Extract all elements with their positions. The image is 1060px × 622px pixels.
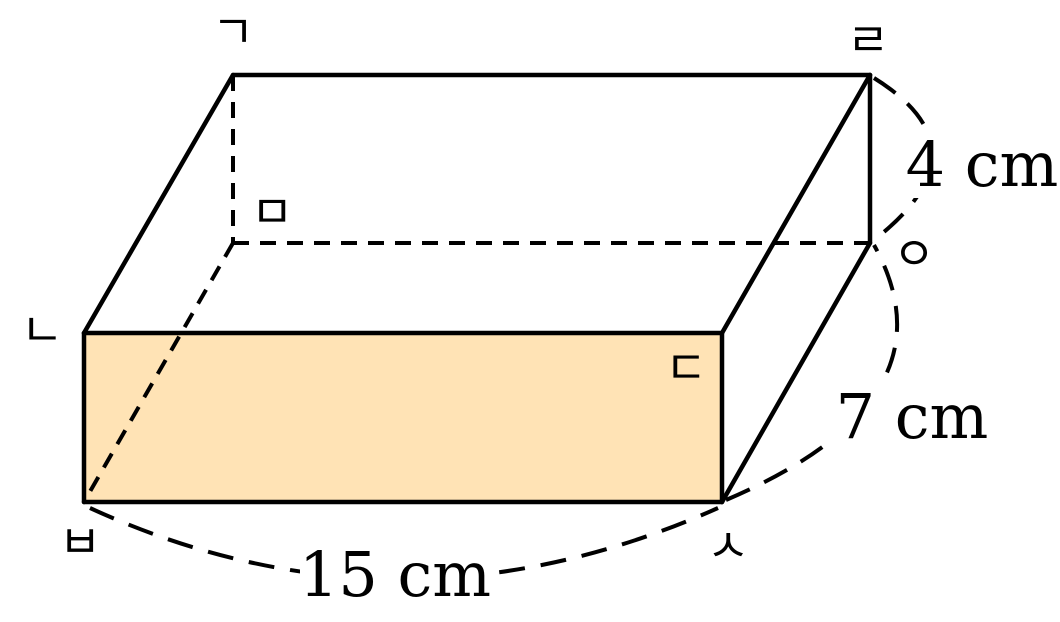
edge-top-right: [719, 72, 873, 336]
vertex-label-top-back-right: ㄹ: [847, 13, 889, 67]
edge-bottom-right: [719, 240, 873, 505]
vertex-label-bottom-back-left: ㅁ: [251, 185, 293, 239]
length-label: 15 cm: [299, 538, 491, 611]
height-label: 4 cm: [906, 128, 1059, 201]
vertex-label-top-back-left: ㄱ: [212, 5, 254, 59]
hidden-edge-depth: [82, 242, 235, 503]
width-dimension-arc: [725, 244, 899, 502]
width-label-bg: [832, 378, 992, 444]
front-face: [84, 333, 722, 502]
vertex-label-bottom-front-left: ㅂ: [59, 515, 101, 569]
width-label: 7 cm: [836, 380, 989, 453]
vertex-label-bottom-back-right: ㅇ: [893, 227, 935, 281]
length-label-bg: [300, 532, 490, 602]
height-label-bg: [905, 132, 1060, 198]
vertex-label-bottom-front-right: ㅅ: [707, 519, 749, 573]
vertex-label-top-front-left: ㄴ: [21, 303, 63, 357]
vertex-label-top-front-right: ㄷ: [665, 341, 707, 395]
length-dimension-arc: [89, 506, 719, 581]
edge-top-left: [81, 72, 236, 336]
